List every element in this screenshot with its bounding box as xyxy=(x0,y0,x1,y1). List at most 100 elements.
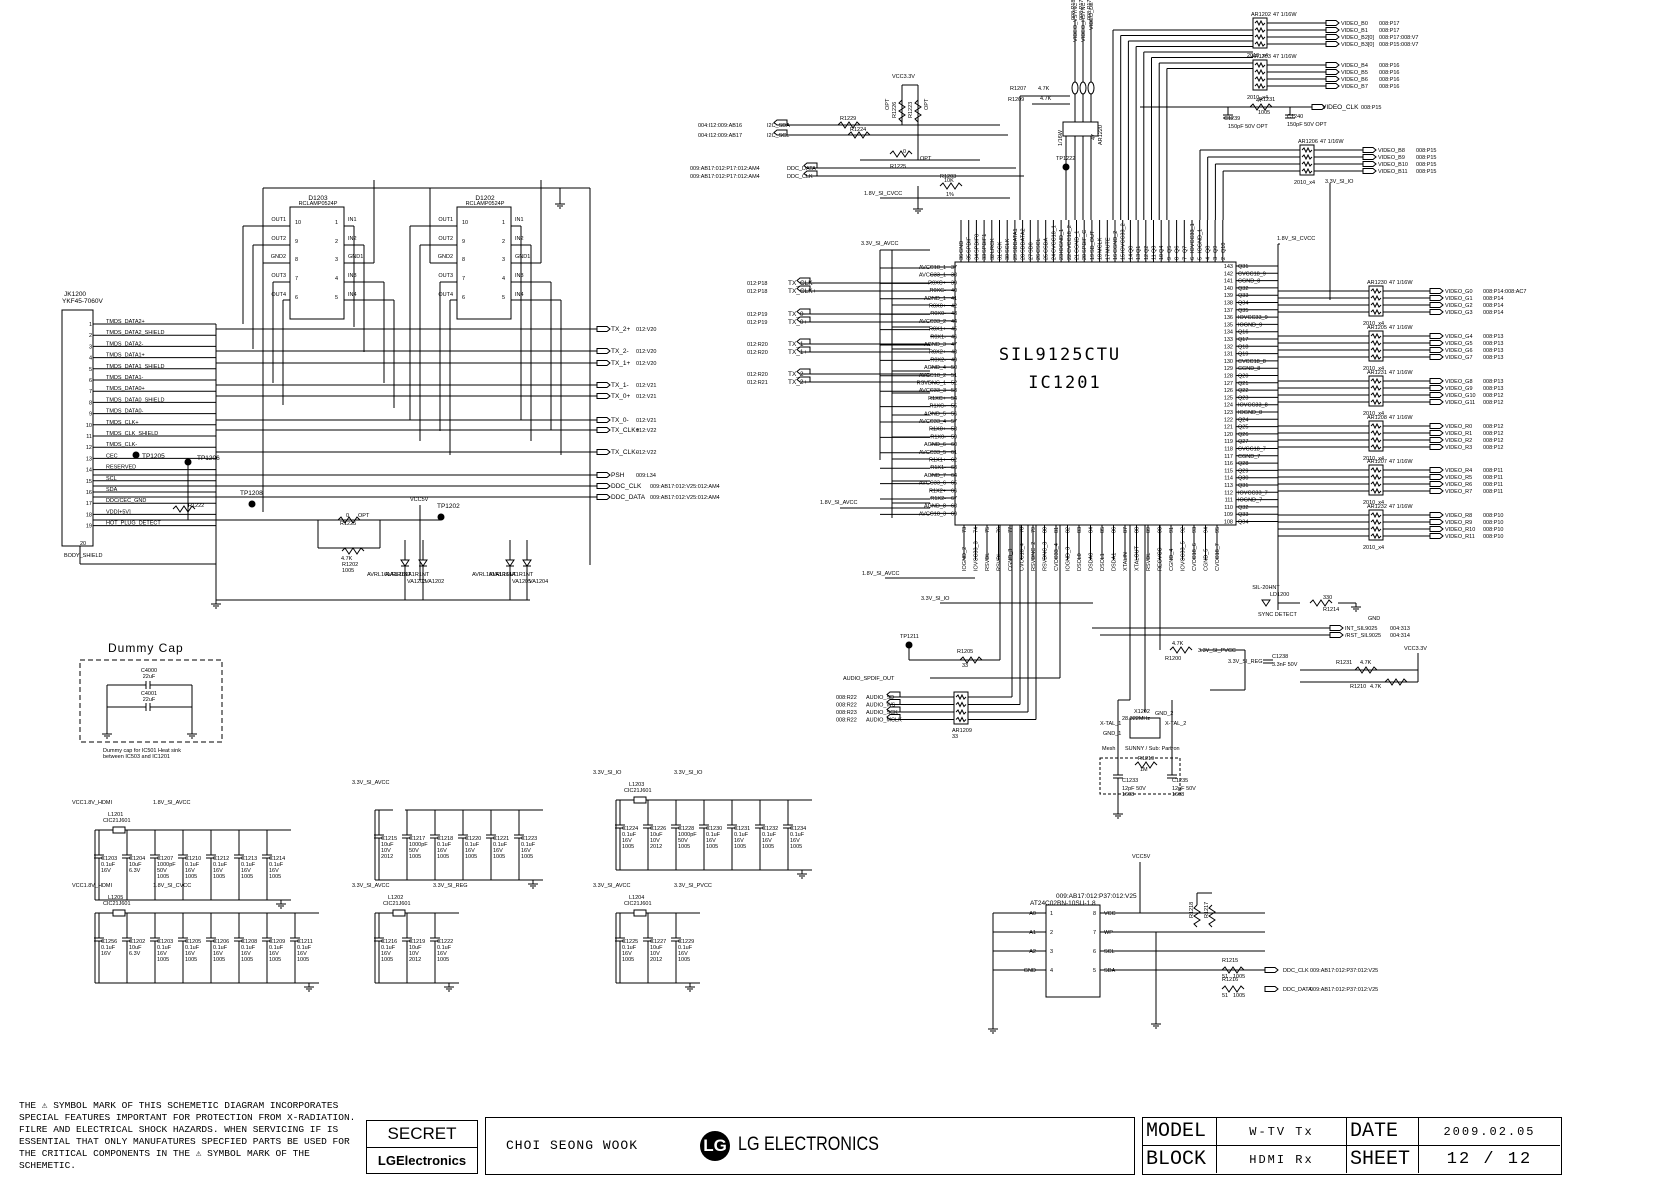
ic-pin-num: 20 xyxy=(1082,254,1088,260)
ic-pin-right: Q19 xyxy=(1238,352,1248,358)
ic-pin-bottom: IOVCC33_3 xyxy=(974,541,980,571)
cap-size: 1005 xyxy=(622,957,634,963)
tp-label: TP1208 xyxy=(240,490,263,497)
ic-pin-num: 33 xyxy=(982,254,988,260)
cap-size: 1005 xyxy=(185,957,197,963)
port-arrow xyxy=(1362,154,1377,160)
decap-out: 1.8V_SI_AVCC xyxy=(153,800,191,806)
video-signal-name: VIDEO_B5 xyxy=(1341,70,1368,76)
ic-pin-left: AGND_5 xyxy=(924,411,946,417)
video-signal-ref: 008:P16 xyxy=(1379,84,1400,90)
ic-net-name: TX_2+ xyxy=(788,379,808,386)
cap-ref: C1233 xyxy=(1122,778,1138,784)
cap-val: 0.1uF xyxy=(269,862,284,868)
pin-number: 1 xyxy=(89,322,92,328)
model-label: MODEL xyxy=(1143,1118,1217,1146)
pin-name: TMDS_DATA0+ xyxy=(106,386,145,392)
cap-voltage: 50V xyxy=(678,838,688,844)
ic-pin-right: Q31 xyxy=(1238,264,1248,270)
pin-number: 9 xyxy=(89,412,92,418)
port-arrow xyxy=(596,427,611,433)
resistor xyxy=(1384,678,1408,686)
port-arrow xyxy=(803,170,818,177)
safety-notice: THE ⚠ SYMBOL MARK OF THIS SCHEMETIC DIAG… xyxy=(19,1100,356,1171)
pin-number: 15 xyxy=(86,479,92,485)
res-label: R1207 xyxy=(1010,86,1026,92)
cap-ref: C1206 xyxy=(213,939,229,945)
ic-pin-left: R0X2+ xyxy=(929,350,946,356)
dummy-note: between IC503 and IC1201 xyxy=(103,754,170,760)
tx-net-name: TX_1+ xyxy=(611,360,631,367)
tx-net-name: TX_0+ xyxy=(611,393,631,400)
ic-pin-num: 60 xyxy=(951,442,957,448)
net-name: DDC_CLK xyxy=(1283,968,1309,974)
tx-net-name: TX_2+ xyxy=(611,326,631,333)
resistor-array-element xyxy=(1370,391,1382,399)
video-signal-name: VIDEO_G7 xyxy=(1445,355,1473,361)
ar-package: 2010_x4 xyxy=(1294,180,1315,186)
ic-pin-num: 114 xyxy=(1224,476,1233,482)
ic-pin-num: 24 xyxy=(1051,254,1057,260)
cap-size: 1005 xyxy=(437,854,449,860)
res-val: 4.7K xyxy=(1172,641,1184,647)
cap-ref: C1205 xyxy=(185,939,201,945)
resistor-array-element xyxy=(1254,82,1266,90)
ic-pin-right: Q28 xyxy=(1238,461,1248,467)
video-signal-name: VIDEO_R5 xyxy=(1445,475,1472,481)
net-ref: 008:P17 xyxy=(1079,0,1085,20)
cap-val: 0.1uF xyxy=(465,842,480,848)
eeprom-pin: SCL xyxy=(1104,949,1115,955)
tx-net-name: TX_0- xyxy=(611,417,629,424)
net-ref: 004:I12:009:AB16 xyxy=(698,123,742,129)
decap-rail: 3.3V_SI_IO xyxy=(593,770,622,776)
ic-pin-num: 4 xyxy=(1205,257,1211,260)
res-label: R1225 xyxy=(340,521,356,527)
res-label: R1210 xyxy=(1350,684,1366,690)
video-signal-name: VIDEO_G2 xyxy=(1445,303,1473,309)
resistor-array-element xyxy=(1370,480,1382,488)
cap-voltage: 16V xyxy=(622,838,632,844)
crystal-cap-box xyxy=(1099,757,1181,795)
ic-pin-right: IOGND_7 xyxy=(1238,498,1262,504)
esd-pin-num: 3 xyxy=(335,257,338,263)
ar-ref: AR1209 xyxy=(952,728,972,734)
res-label: R1222 xyxy=(188,503,204,509)
tx-net-name: TX_CLK+ xyxy=(611,427,640,434)
ic-pin-num: 82 xyxy=(1066,527,1072,533)
cap-voltage: 10V xyxy=(409,951,419,957)
tp-label: TP1202 xyxy=(437,503,460,510)
company-name: LG ELECTRONICS xyxy=(738,1134,879,1155)
ic-net-name: TX_CLK+ xyxy=(788,288,817,295)
ic-pin-top: IOVCC33_2 xyxy=(1121,223,1127,253)
cap-size: 1005 xyxy=(269,874,281,880)
cap-voltage: 16V xyxy=(762,838,772,844)
res-label: R1229 xyxy=(840,116,856,122)
resistor-array-element xyxy=(1254,75,1266,83)
ic-pin-right: Q25 xyxy=(1238,425,1248,431)
ic-pin-num: 46 xyxy=(951,334,957,340)
port-arrow xyxy=(886,699,901,705)
opt-label: OPT xyxy=(920,156,932,162)
ic-pin-num: 2 xyxy=(1221,257,1227,260)
net-ref: 004:I12:009:AB17 xyxy=(698,133,742,139)
video-signal-name: VIDEO_G1 xyxy=(1445,296,1473,302)
ic-pin-left: RSVDNC_1 xyxy=(917,381,946,387)
res-size: 1005 xyxy=(1233,993,1245,999)
esd-chip-body xyxy=(289,206,345,320)
port-arrow xyxy=(596,472,611,478)
esd-pin-num: 1 xyxy=(335,220,338,226)
inductor-part: CIC21J601 xyxy=(103,901,131,907)
ic-pin-num: 75 xyxy=(985,527,991,533)
ar-rating: 1/16W xyxy=(1058,129,1064,146)
pin-number: 8 xyxy=(89,400,92,406)
tx-net-name: TX_2- xyxy=(611,348,629,355)
esd-pin: GND1 xyxy=(515,254,530,260)
esd-pin: IN1 xyxy=(348,217,357,223)
port-arrow xyxy=(1429,385,1444,391)
rail-label: 1.8V_SI_CVCC xyxy=(864,191,902,197)
ic-pin-num: 32 xyxy=(990,254,996,260)
cap-voltage: 16V xyxy=(437,951,447,957)
ic-pin-num: 50 xyxy=(951,365,957,371)
main-ic-part: SIL9125CTU xyxy=(999,345,1121,365)
esd-pin-num: 4 xyxy=(335,276,338,282)
